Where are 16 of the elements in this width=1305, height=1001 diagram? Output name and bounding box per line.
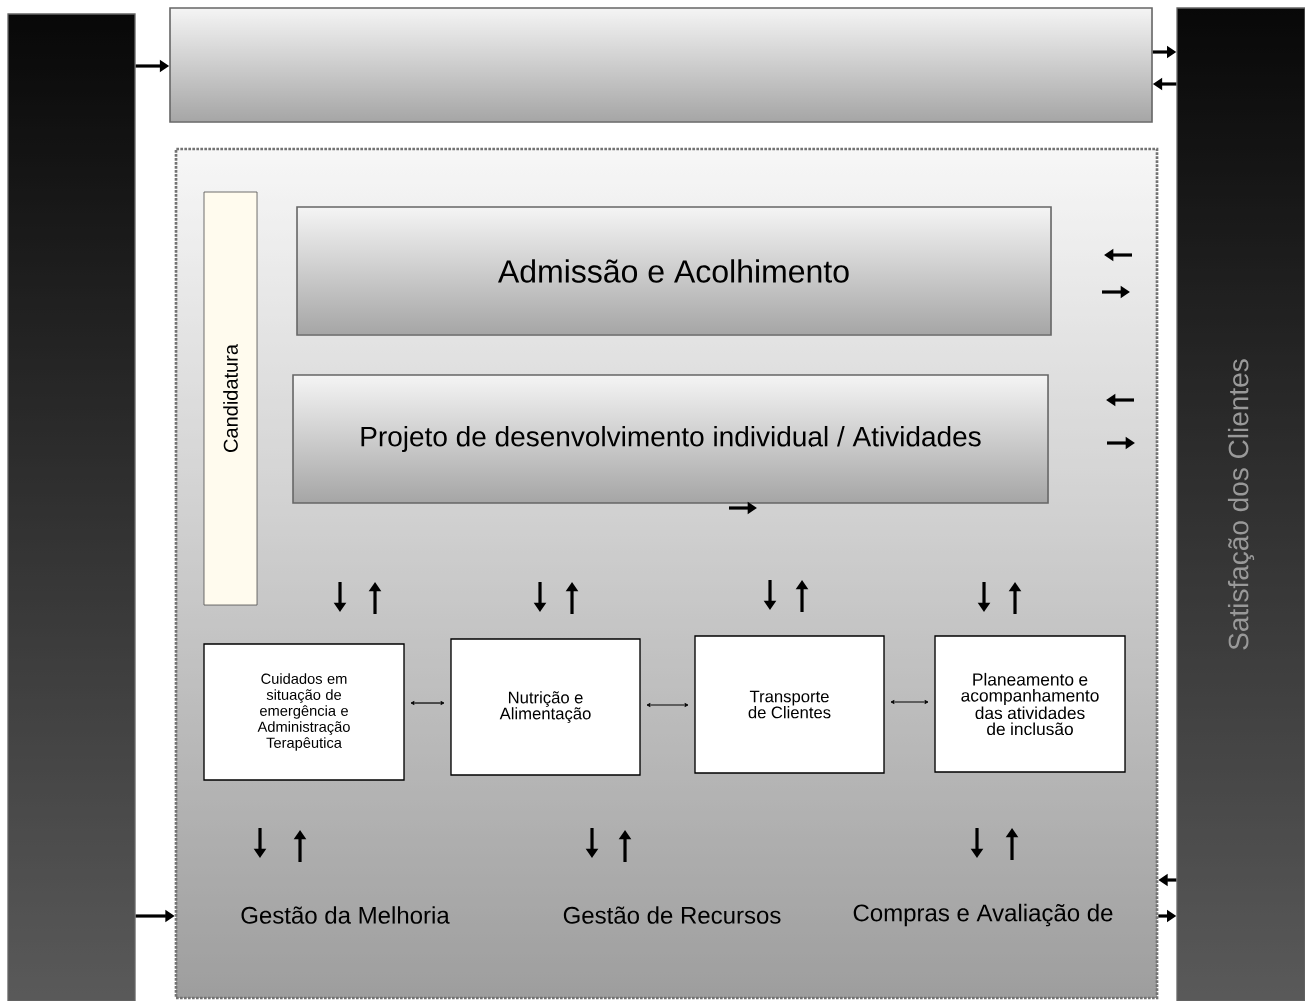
area-label: Gestão da Melhoria bbox=[241, 906, 450, 924]
process-box: Cuidados em situação de emergência e Administração Terapêutica bbox=[203, 643, 405, 781]
arrow bbox=[646, 703, 689, 708]
vertical-box: Candidatura bbox=[203, 191, 258, 606]
side-column: Satisfação dos Clientes bbox=[1176, 7, 1305, 1001]
process-box: Planeamento e acompanhamento das atividades de inclusão bbox=[934, 635, 1126, 773]
process-box: Projeto de desenvolvimento individual / Atividades bbox=[292, 374, 1049, 504]
area-label: Gestão de Recursos bbox=[563, 906, 781, 924]
process-box: Admissão e Acolhimento bbox=[296, 206, 1052, 336]
side-column bbox=[7, 13, 136, 1001]
arrow bbox=[890, 700, 929, 705]
process-box: Nutrição e Alimentação bbox=[450, 638, 641, 776]
banner-box bbox=[169, 7, 1153, 123]
arrow bbox=[410, 701, 445, 706]
process-box: Transporte de Clientes bbox=[694, 635, 885, 774]
area-label: Compras e Avaliação de bbox=[853, 903, 1113, 927]
